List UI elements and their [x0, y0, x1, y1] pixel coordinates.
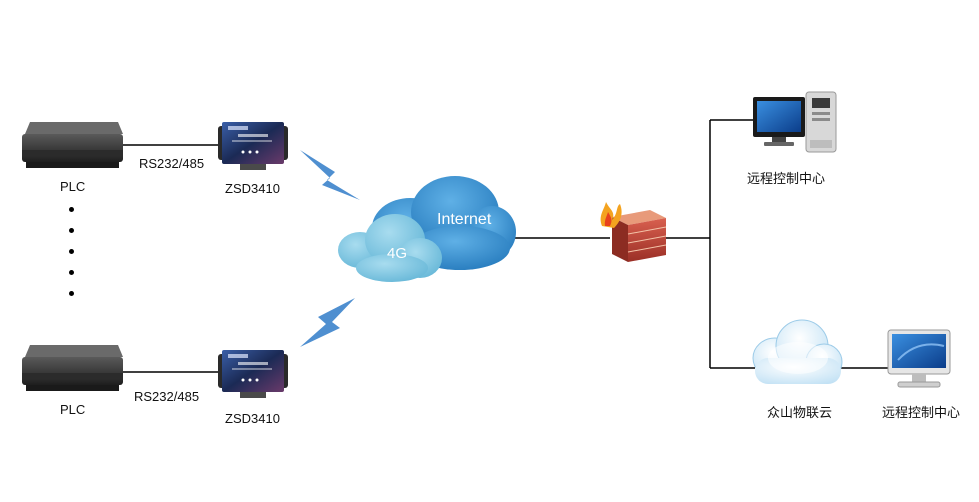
connection-lines — [123, 119, 888, 373]
plc-label-bottom: PLC — [60, 402, 86, 417]
internet-label: Internet — [437, 211, 492, 228]
link-label-top: RS232/485 — [139, 156, 205, 171]
gateway-device-top — [218, 122, 288, 170]
monitor-icon — [887, 329, 951, 388]
cloud-platform-label: 众山物联云 — [767, 405, 833, 420]
control-center-label-top: 远程控制中心 — [747, 171, 826, 186]
firewall-icon — [600, 202, 667, 262]
link-label-bottom: RS232/485 — [134, 389, 200, 404]
mobile-network-cloud — [338, 214, 442, 282]
plc-label-top: PLC — [60, 179, 86, 194]
mobile-network-label: 4G — [387, 245, 408, 262]
gateway-label-bottom: ZSD3410 — [225, 411, 280, 426]
desktop-computer-icon — [753, 91, 837, 153]
plc-device-top — [22, 122, 123, 168]
lightning-icon-top — [300, 150, 360, 200]
gateway-label-top: ZSD3410 — [225, 181, 280, 196]
lightning-icon-bottom — [300, 298, 355, 347]
plc-device-bottom — [22, 345, 123, 391]
gateway-device-bottom — [218, 350, 288, 398]
control-center-label-bottom: 远程控制中心 — [882, 405, 961, 420]
iot-cloud-icon — [752, 319, 843, 384]
